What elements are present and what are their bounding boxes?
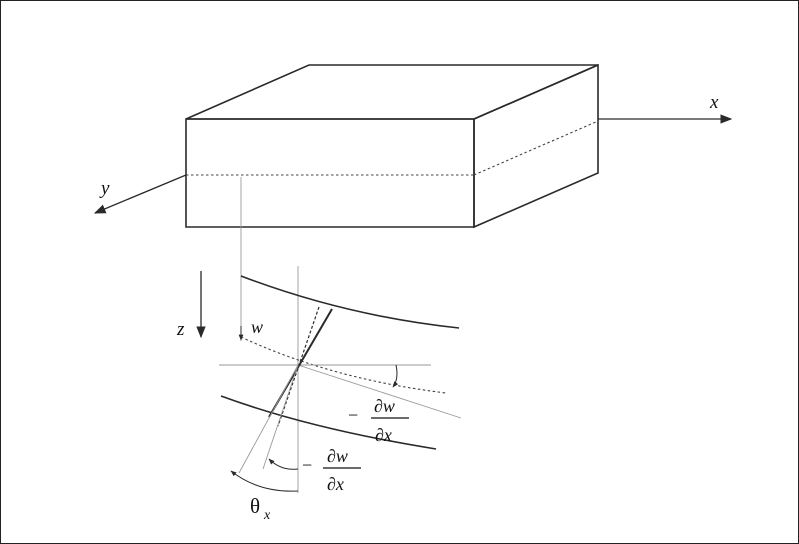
slope-numerator-right: ∂w [374,396,395,416]
mid-surface-tangent [297,364,462,419]
z-axis-label: z [176,319,185,340]
slope-guide [238,364,299,474]
plate-side-face [473,63,599,229]
y-axis [93,174,187,214]
deformed-bottom-surface [220,395,437,450]
deformed-mid-surface [240,336,447,394]
rotation-angle-arc [230,470,299,492]
plate-block [185,63,599,229]
deformed-top-surface [240,275,460,329]
y-axis-label: y [99,178,110,199]
slope-minus-bottom: − [302,455,312,475]
slope-minus-right: − [348,405,358,425]
projection-lines [240,177,299,493]
slope-angle-arc-bottom [268,458,299,470]
theta-guide [262,364,299,470]
plate-front-face [185,118,475,228]
slope-numerator-bottom: ∂w [327,446,348,466]
x-axis-label: x [709,92,719,113]
rotation-subscript: x [263,508,271,523]
mid-plane [186,120,599,176]
slope-denominator-right: ∂x [375,425,392,445]
slope-angle-arc [392,364,399,388]
rotation-symbol: θ [250,494,260,518]
deflection-label: w [251,317,263,337]
slope-denominator-bottom: ∂x [327,474,344,494]
